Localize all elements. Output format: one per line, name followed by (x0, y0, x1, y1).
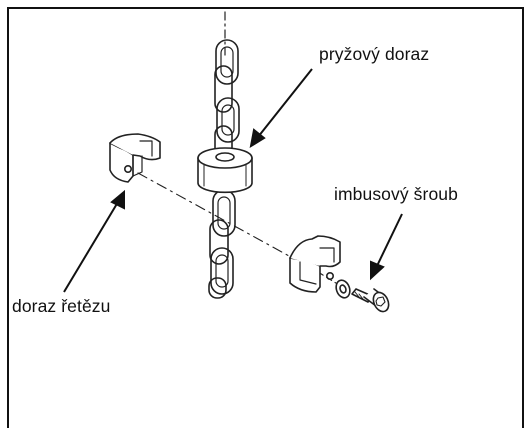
arrow-hex-screw (375, 213, 403, 269)
arrow-chain-stop (63, 201, 119, 293)
washer (335, 279, 351, 299)
chain-stop-right (289, 235, 341, 293)
arrow-rubber-stop (257, 68, 313, 138)
hex-screw-label: imbusový šroub (334, 184, 458, 204)
chain (208, 39, 240, 299)
hex-screw (351, 288, 390, 313)
rubber-stop-label: pryžový doraz (319, 44, 430, 64)
callout-arrows (63, 68, 403, 293)
chain-stop-label: doraz řetězu (12, 296, 111, 316)
assembly-axis-line (137, 172, 301, 263)
rubber-stop (197, 147, 253, 194)
chain-stop-left (109, 133, 161, 183)
diagram-frame (7, 7, 524, 428)
